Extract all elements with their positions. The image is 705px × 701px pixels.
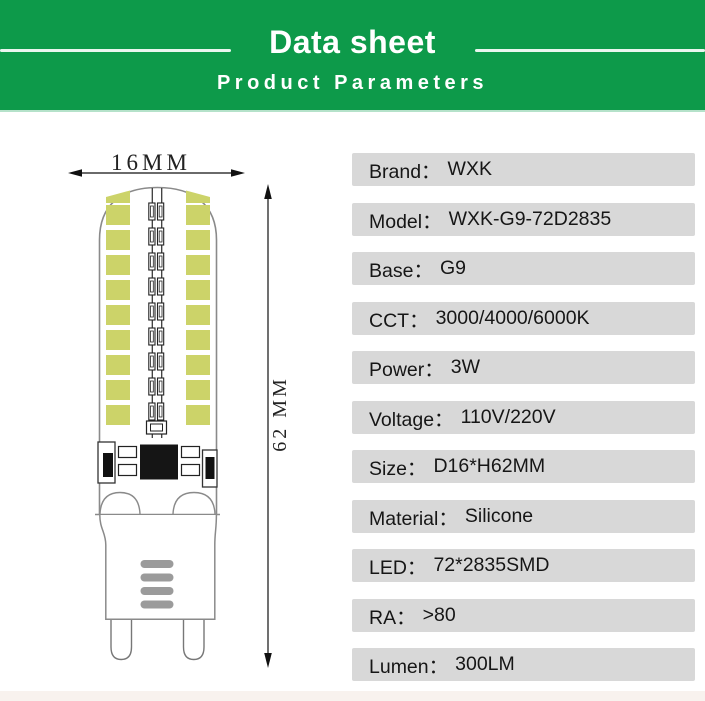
g9-pins [110, 618, 205, 661]
led-chip-columns [106, 205, 210, 425]
arrow-right-icon [231, 169, 245, 177]
arrow-up-icon [264, 184, 272, 199]
spec-row: CCT： 3000/4000/6000K [352, 301, 695, 335]
spec-value: 72*2835SMD [433, 554, 550, 576]
spec-label: LED： [369, 557, 427, 579]
spec-row: Material： Silicone [352, 499, 695, 533]
width-dimension: 16MM [68, 150, 245, 177]
spec-label: Lumen： [369, 656, 449, 678]
spec-label: Brand： [369, 161, 441, 183]
spec-label: Base： [369, 260, 433, 282]
bulb-diagram: 16MM [68, 150, 291, 668]
arrow-left-icon [68, 169, 82, 177]
page-title: Data sheet [269, 24, 436, 60]
spec-value: 110V/220V [460, 405, 556, 428]
center-led-strip [148, 202, 165, 421]
height-dimension-label: 62 MM [269, 376, 291, 452]
spec-value: 300LM [455, 653, 515, 675]
spec-label: Size： [369, 458, 427, 480]
page-subtitle: Product Parameters [216, 72, 489, 94]
spec-row: Base： G9 [352, 252, 695, 285]
spec-list: Brand： WXK Model： WXK-G9-72D2835 Base： G… [352, 153, 695, 681]
spec-row: Brand： WXK [352, 153, 695, 186]
bulb-body [95, 186, 220, 661]
spec-row: Voltage： 110V/220V [352, 400, 695, 434]
bottom-accent-strip [0, 691, 705, 701]
spec-value: Silicone [464, 504, 534, 527]
spec-row: LED： 72*2835SMD [352, 549, 695, 582]
spec-value: D16*H62MM [433, 455, 546, 477]
spec-label: CCT： [369, 309, 429, 332]
spec-label: RA： [369, 606, 416, 629]
spec-row: Power： 3W [352, 351, 695, 384]
spec-value: >80 [422, 603, 456, 626]
spec-value: WXK [447, 158, 492, 180]
spec-value: WXK-G9-72D2835 [448, 207, 612, 230]
header-banner: Data sheet Product Parameters [0, 0, 705, 112]
spec-row: RA： >80 [352, 598, 695, 632]
arrow-down-icon [264, 653, 272, 668]
spec-label: Power： [369, 359, 444, 381]
spec-value: 3W [450, 356, 481, 378]
spec-row: Model： WXK-G9-72D2835 [352, 202, 695, 236]
pcb-components [97, 441, 218, 488]
spec-row: Lumen： 300LM [352, 648, 695, 681]
width-dimension-label: 16MM [111, 150, 191, 175]
spec-value: G9 [439, 257, 466, 279]
spec-label: Model： [369, 210, 442, 233]
spec-row: Size： D16*H62MM [352, 450, 695, 483]
height-dimension: 62 MM [264, 184, 291, 668]
title-divider-left [0, 49, 231, 52]
spec-value: 3000/4000/6000K [435, 306, 590, 329]
title-divider-right [475, 49, 705, 52]
spec-label: Voltage： [369, 408, 454, 431]
base-vent-slots [140, 560, 174, 609]
spec-label: Material： [369, 507, 458, 530]
